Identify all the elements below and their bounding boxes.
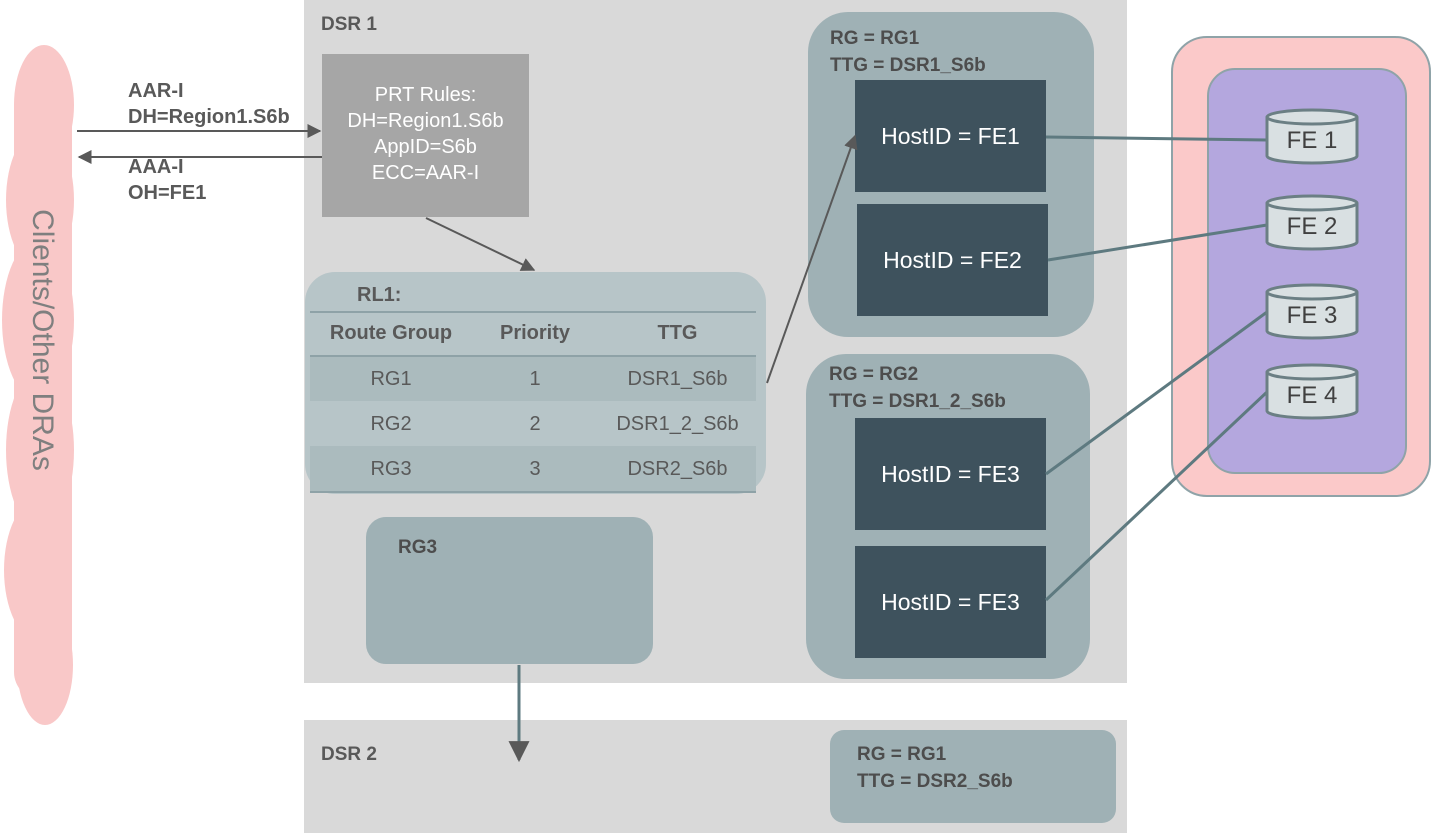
rl1-row1-route-group: RG1: [370, 368, 412, 390]
host-fe1-box: HostID = FE1: [855, 80, 1046, 192]
rg2-group-line1: RG = RG2: [829, 364, 919, 385]
rl1-bottom-rule: [310, 491, 756, 493]
rl1-row3-ttg: DSR2_S6b: [627, 458, 728, 480]
link-fe1: [1045, 135, 1268, 142]
server-fe3-label: FE 3: [1286, 302, 1338, 329]
request-line1: AAR-I: [128, 80, 184, 102]
rg1-group-line2: TTG = DSR1_S6b: [830, 55, 986, 76]
dsr2-rg-box: [830, 730, 1116, 823]
rl1-header-priority: Priority: [499, 322, 571, 344]
rl1-row2-priority: 2: [529, 413, 541, 435]
table-row: [310, 446, 756, 491]
link-fe2: [1047, 223, 1268, 262]
rl1-row1-priority: 1: [529, 368, 541, 390]
rg3-box: [366, 517, 653, 664]
link-fe3: [1045, 310, 1268, 476]
answer-line1: AAA-I: [128, 156, 184, 178]
server-fe2-icon: [1265, 194, 1359, 251]
dsr1-label: DSR 1: [321, 14, 377, 35]
rg1-group-line1: RG = RG1: [830, 28, 920, 49]
link-fe4: [1044, 390, 1269, 602]
prt-line-dh: DH=Region1.S6b: [347, 110, 504, 132]
server-fe1-label: FE 1: [1286, 127, 1338, 154]
rl1-row3-route-group: RG3: [370, 458, 412, 480]
host-fe3-second-box: HostID = FE3: [855, 546, 1046, 658]
prt-line-appid: AppID=S6b: [374, 136, 477, 158]
rg3-label: RG3: [398, 537, 438, 558]
table-row: [310, 357, 756, 401]
server-fe4-label: FE 4: [1286, 382, 1338, 409]
rl1-row2-route-group: RG2: [370, 413, 412, 435]
prt-rules-box: PRT Rules: DH=Region1.S6b AppID=S6b ECC=…: [322, 54, 529, 217]
prt-line-ecc: ECC=AAR-I: [371, 162, 480, 184]
server-fe1-icon: [1265, 108, 1359, 165]
rl1-header-ttg: TTG: [657, 322, 698, 344]
rl1-to-rg1-arrow: [766, 134, 858, 384]
rl1-header-route-group: Route Group: [329, 322, 453, 344]
dsr2-rg-line1: RG = RG1: [857, 744, 947, 765]
table-row: [310, 401, 756, 446]
rl1-row1-ttg: DSR1_S6b: [627, 368, 728, 390]
request-line2: DH=Region1.S6b: [128, 106, 290, 128]
host-fe2-box: HostID = FE2: [857, 204, 1048, 316]
rl1-header-rule-top: [310, 311, 756, 313]
dsr2-label: DSR 2: [321, 744, 377, 765]
rl1-header-rule-bottom: [310, 355, 756, 357]
server-fe2-label: FE 2: [1286, 213, 1338, 240]
rl1-row3-priority: 3: [529, 458, 541, 480]
rl1-title: RL1:: [357, 284, 402, 306]
host-fe3-box: HostID = FE3: [855, 418, 1046, 530]
server-fe3-icon: [1265, 283, 1359, 340]
prt-to-rl1-arrow: [425, 217, 536, 271]
answer-line2: OH=FE1: [128, 182, 207, 204]
server-fe4-icon: [1265, 363, 1359, 420]
prt-line-title: PRT Rules:: [374, 84, 477, 106]
dsr2-rg-line2: TTG = DSR2_S6b: [857, 771, 1013, 792]
rg2-group-line2: TTG = DSR1_2_S6b: [829, 391, 1006, 412]
rl1-row2-ttg: DSR1_2_S6b: [616, 413, 739, 435]
